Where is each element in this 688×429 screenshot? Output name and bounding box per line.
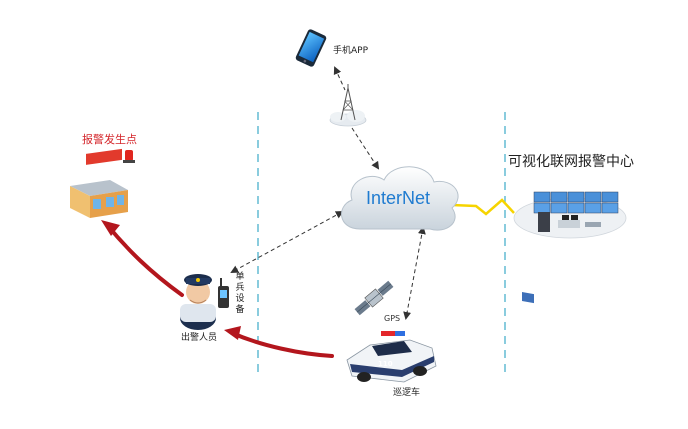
phone-app-label: 手机APP [333, 46, 369, 56]
walkie-talkie-icon [218, 278, 229, 308]
red-arrow-car-to-police [230, 331, 334, 358]
lightning-link [451, 198, 515, 216]
link-cloud-car [403, 226, 426, 320]
satellite-icon [354, 280, 394, 316]
alarm-point-label: 报警发生点 [82, 132, 137, 146]
gps-label: GPS [384, 314, 400, 323]
siren-icon [123, 150, 135, 163]
internet-cloud [341, 166, 459, 231]
smartphone-icon [295, 29, 327, 67]
device-label: 单兵设备 [235, 272, 245, 315]
link-cloud-police [230, 211, 344, 273]
link-tower-cloud [351, 127, 380, 170]
police-car-icon: 110 [346, 331, 437, 383]
red-arrow-police-to-alarm [106, 224, 184, 297]
police-label: 出警人员 [181, 331, 217, 343]
monitoring-center-icon [513, 191, 627, 304]
red-arrow-car-to-police-head [224, 326, 241, 340]
red-arrow-police-to-alarm-head [101, 220, 120, 236]
police-officer-icon [180, 274, 216, 330]
cloud-label: InterNet [366, 188, 430, 208]
link-phone-tower [333, 66, 346, 91]
shop-building-icon [70, 148, 128, 218]
center-label: 可视化联网报警中心 [508, 154, 634, 170]
cell-tower-icon [329, 84, 367, 127]
svg-text:110: 110 [378, 360, 393, 368]
car-label: 巡逻车 [393, 386, 420, 398]
